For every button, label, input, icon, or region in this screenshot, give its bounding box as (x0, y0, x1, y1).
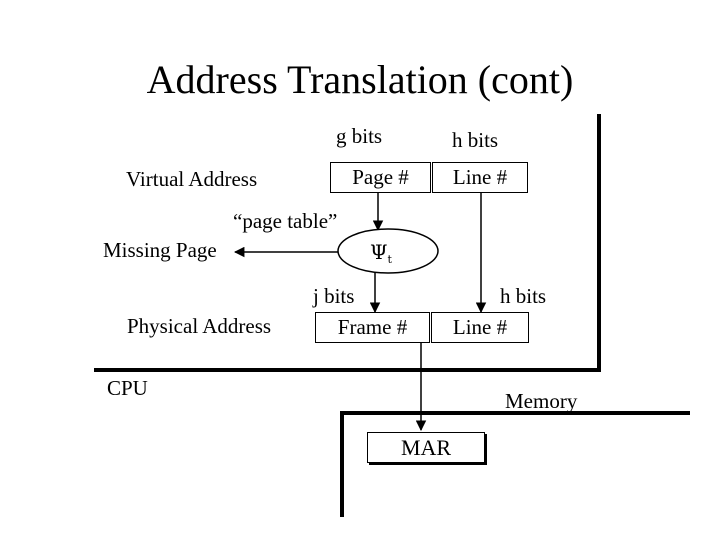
missing-page-label: Missing Page (103, 238, 217, 262)
mar-box: MAR (367, 432, 485, 463)
g-bits-label: g bits (336, 124, 383, 148)
h-bits-top-label: h bits (452, 128, 499, 152)
line-number-bottom-box: Line # (431, 312, 529, 343)
psi-symbol: Ψt (370, 240, 393, 266)
psi-mapping-ellipse (337, 228, 439, 274)
frame-number-box: Frame # (315, 312, 430, 343)
page-number-box: Page # (330, 162, 431, 193)
page-title: Address Translation (cont) (146, 57, 574, 102)
page-table-label: “page table” (233, 209, 338, 233)
memory-label: Memory (505, 389, 578, 413)
physical-address-label: Physical Address (127, 314, 272, 338)
j-bits-label: j bits (313, 284, 355, 308)
h-bits-bottom-label: h bits (500, 284, 547, 308)
line-number-top-box: Line # (432, 162, 528, 193)
cpu-label: CPU (107, 376, 148, 400)
virtual-address-label: Virtual Address (126, 167, 258, 191)
